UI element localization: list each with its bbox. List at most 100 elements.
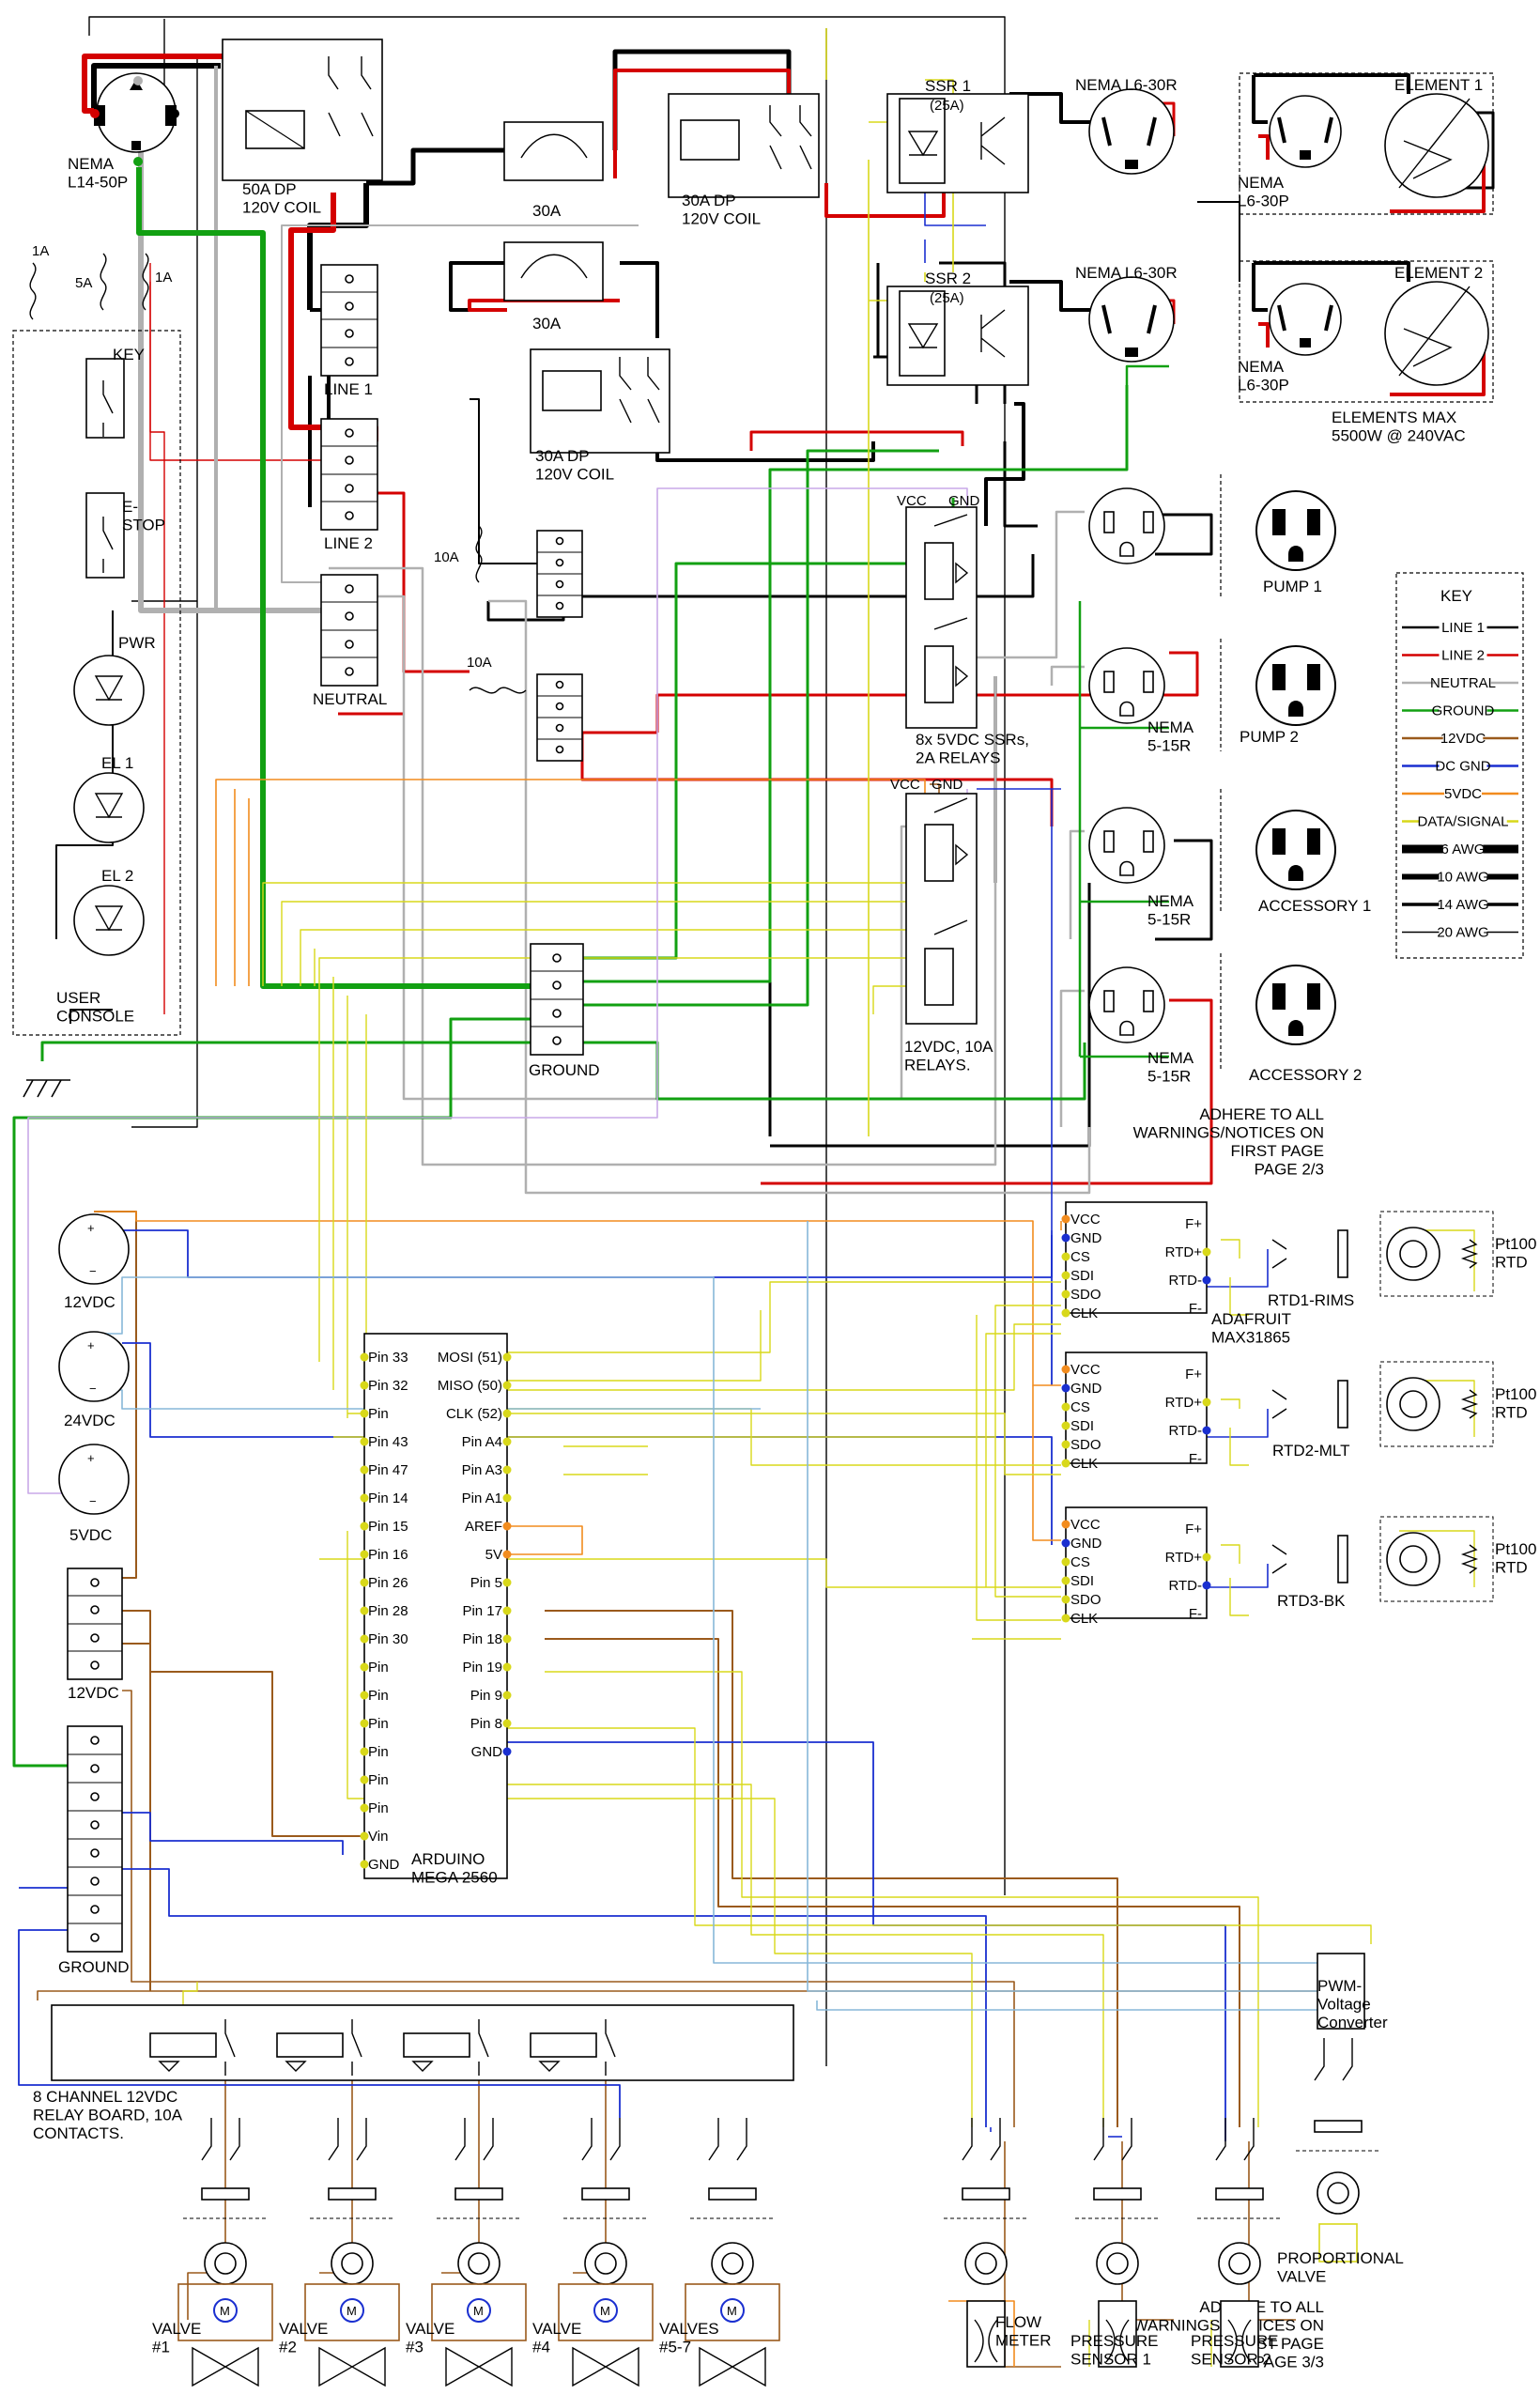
ssr-relay-module-label: 8x 5VDC SSRs,2A RELAYS xyxy=(916,731,1029,767)
nema-l6-30r-2-label: NEMA L6-30R xyxy=(1075,264,1178,282)
pin-dot xyxy=(1061,1440,1070,1449)
max-left-pin: GND xyxy=(1070,1230,1102,1246)
valve-motor-letter: M xyxy=(727,2304,737,2318)
relay-50a-dp xyxy=(222,39,383,181)
arduino-right-pin: Pin 19 xyxy=(462,1660,502,1676)
pump1-plug-icon xyxy=(1255,490,1336,571)
accessory1-outlet xyxy=(1088,807,1165,884)
rtd-connector-body xyxy=(1337,1229,1348,1278)
rtd-resistor-icon xyxy=(1460,1239,1479,1269)
arduino-left-pin: Pin 47 xyxy=(368,1462,408,1478)
relay-channel-diode xyxy=(411,2061,434,2072)
line1-terminal-block xyxy=(320,264,378,377)
pin-dot xyxy=(502,1465,512,1475)
relay-channel-diode xyxy=(538,2061,561,2072)
pin-dot xyxy=(360,1775,369,1784)
arduino-left-pin: Pin xyxy=(368,1716,389,1732)
max-left-pin: CLK xyxy=(1070,1611,1098,1627)
pin-dot xyxy=(1202,1552,1211,1562)
sensor-element-icon xyxy=(974,2319,998,2363)
gnd-label-1: GND xyxy=(948,493,980,509)
valve-actuator-inner xyxy=(721,2252,744,2275)
arduino-right-pin: Pin A3 xyxy=(462,1462,502,1478)
max-left-pin: SDI xyxy=(1070,1418,1094,1434)
svg-text:−: − xyxy=(89,1382,97,1396)
pwr-indicator-lamp xyxy=(73,655,145,726)
max-right-pin: F- xyxy=(1189,1301,1202,1317)
sensor-element-icon xyxy=(1227,2319,1252,2363)
relay-channel-switch xyxy=(224,2019,236,2076)
max-left-pin: GND xyxy=(1070,1536,1102,1552)
element1-label: ELEMENT 1 xyxy=(1394,76,1483,94)
accessory1-label: ACCESSORY 1 xyxy=(1258,897,1371,915)
max-right-pin: F- xyxy=(1189,1606,1202,1622)
valve-body-icon xyxy=(445,2346,513,2387)
pin-dot xyxy=(502,1493,512,1503)
legend-label: NEUTRAL xyxy=(1430,675,1496,691)
sensor-inner xyxy=(1106,2252,1129,2275)
rtd-box xyxy=(1379,1361,1494,1447)
el2-label: EL 2 xyxy=(101,867,133,885)
pin-dot xyxy=(502,1409,512,1418)
el1-indicator-lamp xyxy=(73,772,145,843)
valve-motor-icon xyxy=(467,2298,491,2323)
valve-body-icon xyxy=(318,2346,386,2387)
valve-plug xyxy=(708,2187,757,2201)
valve-body-icon xyxy=(699,2346,766,2387)
ssr-relay-module xyxy=(905,506,978,729)
max-right-pin: RTD- xyxy=(1168,1273,1202,1289)
pin-dot xyxy=(1061,1365,1070,1374)
max-left-pin: CS xyxy=(1070,1249,1090,1265)
rtd-sensor-inner xyxy=(1399,1545,1427,1573)
terminal-block-10a-2 xyxy=(536,673,583,762)
relay-channel-coil xyxy=(403,2032,470,2058)
legend-label: 12VDC xyxy=(1440,731,1486,747)
legend-label-bg xyxy=(1442,730,1484,747)
bus-12vdc xyxy=(67,1568,123,1680)
nema-l14-50p-plug xyxy=(90,72,179,166)
legend-label-bg xyxy=(1442,841,1484,857)
relay-12v-module xyxy=(905,793,978,1025)
pump2-outlet xyxy=(1088,647,1165,724)
max-left-pin: CS xyxy=(1070,1399,1090,1415)
pin-dot xyxy=(360,1634,369,1644)
valve-label: VALVE#4 xyxy=(532,2320,581,2356)
pin-dot xyxy=(502,1437,512,1446)
svg-text:−: − xyxy=(89,1264,97,1278)
max-left-pin: CLK xyxy=(1070,1305,1098,1321)
arduino-left-pin: Pin xyxy=(368,1660,389,1676)
legend-label-bg xyxy=(1439,619,1487,636)
neutral-terminal-block xyxy=(320,574,378,687)
rtd-connector xyxy=(1271,1544,1287,1574)
rtd-resistor-icon xyxy=(1460,1389,1479,1419)
fuse-1a-right-label: 1A xyxy=(155,270,172,286)
pin-dot xyxy=(1061,1233,1070,1243)
valve-connector xyxy=(708,2118,747,2161)
legend-label-bg xyxy=(1439,923,1487,941)
el1-label: EL 1 xyxy=(101,754,133,772)
sensor-inner xyxy=(975,2252,997,2275)
pin-dot xyxy=(1202,1581,1211,1590)
legend-label: LINE 2 xyxy=(1441,648,1485,664)
pin-dot xyxy=(502,1662,512,1672)
arduino-right-pin: Pin 9 xyxy=(470,1688,502,1704)
max-left-pin: VCC xyxy=(1070,1362,1101,1378)
valve-label: VALVE#1 xyxy=(152,2320,201,2356)
ssr1 xyxy=(886,93,1029,193)
legend-label: 14 AWG xyxy=(1437,897,1488,913)
legend-label-bg xyxy=(1439,896,1487,913)
nema-l6-30p-plug-2 xyxy=(1269,283,1342,356)
max-left-pin: SDI xyxy=(1070,1268,1094,1284)
pump1-outlet xyxy=(1088,487,1165,564)
